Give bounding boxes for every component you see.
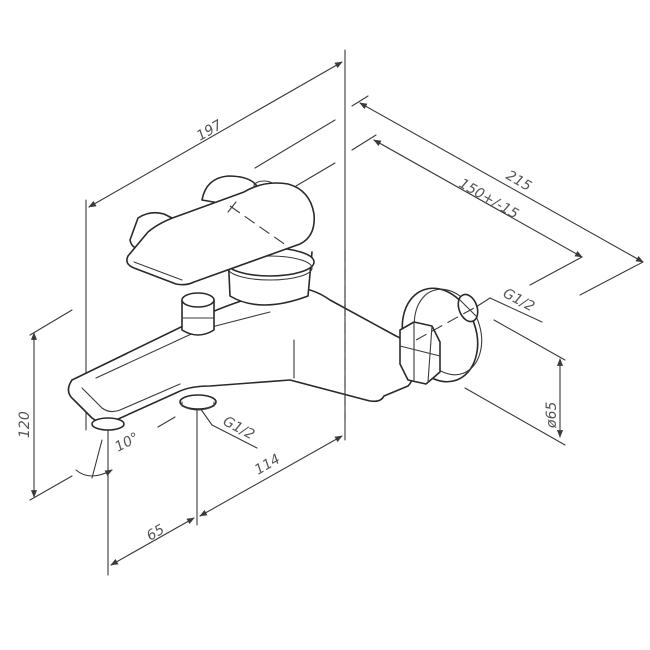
mixer-lever-handle <box>126 182 316 286</box>
dimension-diameter-65: ø65 <box>464 319 566 446</box>
dim-label-120: 120 <box>17 411 33 438</box>
dim-label-197: 197 <box>194 117 225 144</box>
dim-label-65: 65 <box>144 522 168 545</box>
dim-label-114: 114 <box>252 451 283 478</box>
dim-label-215: 215 <box>503 168 534 195</box>
diverter-knob <box>181 292 215 336</box>
dim-label-diameter: ø65 <box>544 402 560 429</box>
thread-callout-wall: G1/2 <box>475 285 543 323</box>
faucet-body <box>67 175 414 431</box>
wall-connector <box>399 287 483 385</box>
dimension-65-114: 65 114 <box>107 407 343 576</box>
dimension-150: 150+/-15 <box>351 134 583 286</box>
angle-10deg: 10° <box>75 416 176 479</box>
thread-callout-bottom: G1/2 <box>199 407 258 449</box>
angle-label: 10° <box>112 430 141 456</box>
dimension-120: 120 <box>17 309 73 501</box>
